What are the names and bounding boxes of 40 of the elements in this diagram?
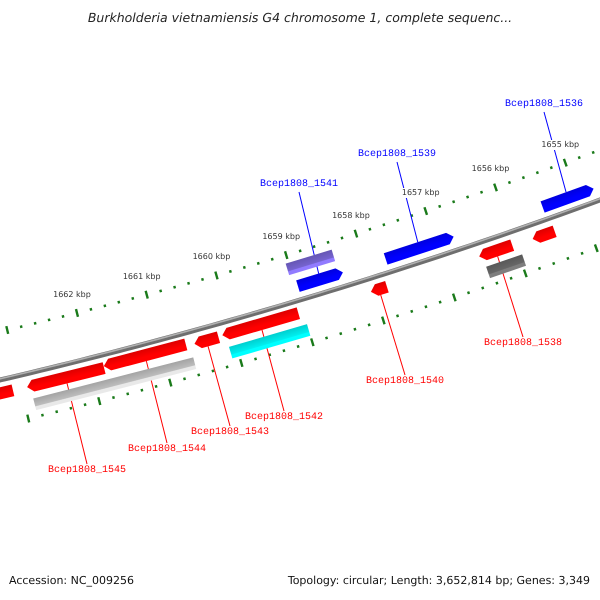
genome-info-text: Topology: circular; Length: 3,652,814 bp; Genes: 3,349	[288, 574, 590, 587]
accession-text: Accession: NC_009256	[9, 574, 134, 587]
gene-label: Bcep1808_1539	[358, 149, 436, 161]
scale-label: 1662 kbp	[53, 290, 91, 300]
scale-label: 1659 kbp	[262, 232, 300, 242]
feature-bar	[486, 254, 526, 278]
gene-label: Bcep1808_1542	[245, 412, 324, 424]
scale-label: 1655 kbp	[541, 140, 580, 150]
gene-feature	[104, 338, 188, 370]
gene-feature	[27, 362, 106, 392]
gene-label: Bcep1808_1540	[366, 376, 444, 388]
gene-feature	[194, 331, 220, 348]
gene-label: Bcep1808_1545	[48, 465, 126, 477]
leader-line	[380, 294, 406, 376]
gene-label: Bcep1808_1536	[505, 99, 584, 111]
gene-feature	[540, 185, 594, 213]
gene-label: Bcep1808_1541	[260, 179, 338, 191]
title: Burkholderia vietnamiensis G4 chromosome 1, complete sequenc...	[86, 10, 514, 25]
gene-feature	[479, 239, 514, 260]
leader-line	[146, 360, 168, 444]
scale-label: 1660 kbp	[192, 252, 230, 262]
gene-feature	[0, 384, 14, 400]
gene-feature	[532, 226, 557, 243]
feature-bar	[229, 324, 310, 358]
scale-label: 1657 kbp	[402, 188, 440, 198]
leader-line	[497, 256, 524, 338]
gene-feature	[370, 281, 389, 296]
leader-line	[396, 162, 418, 243]
gene-feature	[384, 232, 454, 265]
scale-label: 1658 kbp	[332, 210, 370, 221]
gene-label: Bcep1808_1544	[128, 444, 206, 456]
feature-bar	[286, 250, 336, 276]
gene-feature	[296, 268, 343, 292]
scale-label: 1656 kbp	[472, 164, 510, 174]
leader-line	[544, 112, 567, 193]
gene-label: Bcep1808_1538	[484, 338, 562, 350]
gene-feature	[222, 307, 300, 340]
leader-line	[208, 346, 230, 426]
gene-label: Bcep1808_1543	[191, 427, 270, 439]
scale-label: 1661 kbp	[122, 272, 161, 282]
